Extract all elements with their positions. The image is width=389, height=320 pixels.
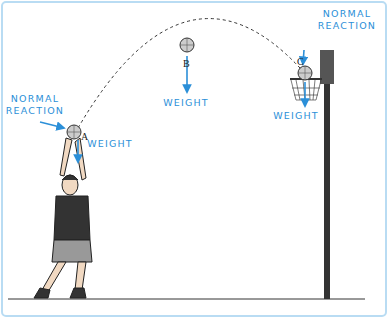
- trajectory: [78, 19, 300, 128]
- force-label: WEIGHT: [268, 110, 324, 122]
- frame: [2, 2, 386, 316]
- ball: [180, 38, 194, 52]
- point-label: B: [183, 58, 195, 70]
- force-label: WEIGHT: [84, 138, 136, 150]
- hoop-net: [291, 80, 321, 100]
- force-label: WEIGHT: [158, 97, 214, 109]
- pole: [324, 58, 330, 299]
- force-arrows: [40, 50, 305, 162]
- point-label: A: [81, 131, 93, 143]
- ball-seam: [180, 38, 194, 52]
- ground: [8, 299, 365, 300]
- force-label: NORMAL REACTION: [4, 93, 66, 117]
- ball: [298, 66, 312, 80]
- point-label: C: [297, 56, 309, 68]
- ball-seam: [67, 125, 81, 139]
- ball: [67, 125, 81, 139]
- player: [34, 138, 92, 298]
- ball-seam: [298, 66, 312, 80]
- backboard: [320, 50, 334, 84]
- force-label: NORMAL REACTION: [316, 8, 378, 32]
